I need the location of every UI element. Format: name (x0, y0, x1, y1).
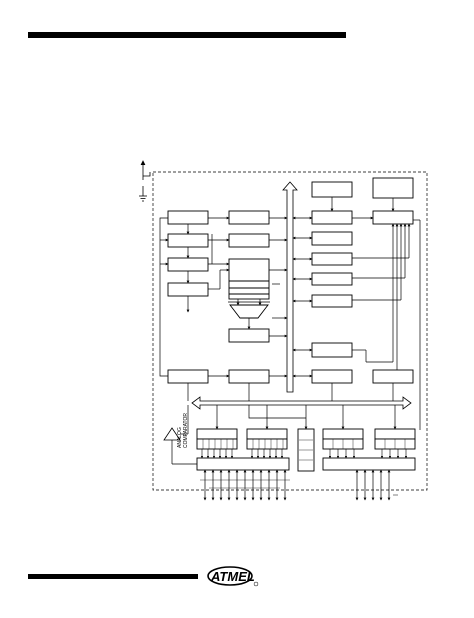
interrupt-unit-block (372, 210, 414, 225)
port-drivers-left (196, 457, 290, 471)
stack-pointer-block (228, 210, 270, 225)
port-c-data-register (246, 428, 288, 440)
program-counter-block (167, 210, 209, 225)
oscillator-block (372, 177, 414, 199)
comparator-label-2: COMPARATOR (183, 413, 189, 448)
spi-block (311, 342, 353, 358)
footer-rule (28, 574, 198, 579)
uart-block (311, 369, 353, 384)
horizontal-bus (191, 396, 412, 410)
port-e-data-register (374, 428, 416, 440)
port-drivers-right (322, 457, 416, 471)
io-pins-left (200, 469, 290, 501)
vertical-data-bus (282, 181, 298, 393)
atmel-logo: ATMEL (207, 566, 259, 587)
chip-boundary (152, 171, 428, 491)
power-pins (139, 160, 151, 202)
status-register-block (228, 328, 270, 343)
io-pins-right (355, 469, 398, 501)
program-memory-block (167, 233, 209, 248)
twi-block (372, 369, 414, 384)
timer-counter-block (311, 252, 353, 266)
port-b-data-register (196, 428, 238, 440)
port-internal-arrows (200, 449, 408, 459)
logo-wordmark: ATMEL (210, 569, 255, 584)
header-rule (28, 32, 346, 38)
watchdog-timer-block (311, 181, 353, 198)
isp-interface-block (167, 369, 209, 384)
comparator-label: ANALOG (177, 427, 183, 448)
adc-block (228, 369, 270, 384)
mcu-control-block (311, 231, 353, 246)
registered-mark-icon (253, 581, 259, 587)
instruction-register-block (167, 257, 209, 272)
sram-block (228, 233, 270, 248)
timing-control-block (311, 210, 353, 225)
port-c-direction-register (246, 438, 288, 450)
port-b-direction-register (196, 438, 238, 450)
instruction-decoder-block (167, 282, 209, 297)
port-d-data-register (322, 428, 364, 440)
register-file-block (228, 258, 270, 300)
register-bit-grid (202, 439, 406, 461)
signal-connections (159, 197, 421, 465)
alu-block (229, 304, 269, 319)
timer-counter-2-block (311, 272, 353, 286)
eeprom-block (311, 294, 353, 308)
